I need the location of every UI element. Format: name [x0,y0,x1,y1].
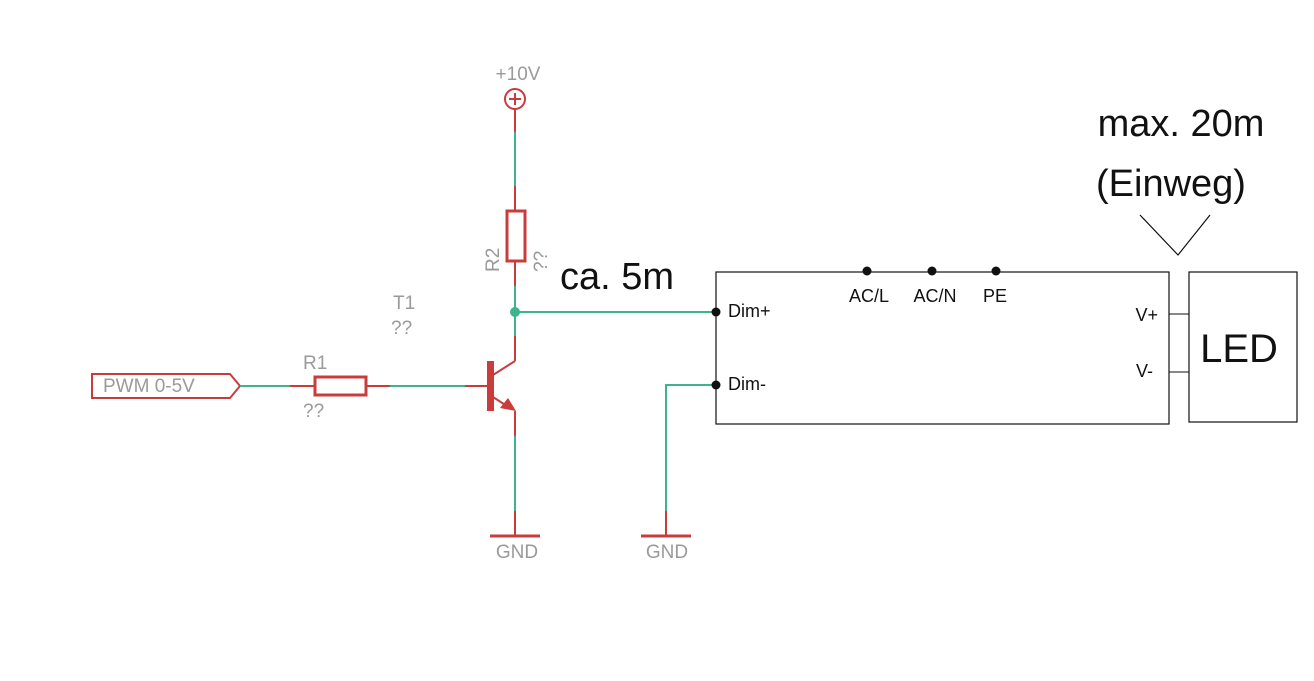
r2-resistor-body [505,209,527,263]
cable-short-label: ca. 5m [560,256,674,298]
pin-v-plus-label: V+ [1135,305,1158,325]
pin-dim-minus-label: Dim- [728,374,766,394]
pin-ac-l-dot [862,266,872,276]
pin-dim-plus-label: Dim+ [728,301,771,321]
pin-pe-label: PE [983,286,1007,306]
cable-long-pointer [1139,214,1211,256]
led-label: LED [1200,327,1278,371]
led-box [1188,271,1298,423]
r1-resistor-body [313,375,368,397]
pin-ac-n-dot [927,266,937,276]
supply-label: +10V [496,64,541,85]
wire-dim-minus-gnd [665,384,716,511]
pin-dim-plus-dot [711,307,721,317]
r1-name: R1 [303,353,327,374]
r2-value: ?? [531,251,552,272]
r1-value: ?? [303,401,324,422]
npn-transistor-icon [465,336,516,436]
pin-pe-dot [991,266,1001,276]
t1-value: ?? [391,318,412,339]
gnd-right-label: GND [646,542,688,563]
t1-name: T1 [393,293,415,314]
pin-ac-l-label: AC/L [849,286,889,306]
cable-long-line2: (Einweg) [1096,163,1246,205]
input-port-pwm [91,373,242,399]
led-driver-box [715,271,1170,425]
cable-long-line1: max. 20m [1098,103,1265,145]
r2-name: R2 [483,248,504,272]
gnd-left-label: GND [496,542,538,563]
pin-ac-n-label: AC/N [913,286,956,306]
input-port-label: PWM 0-5V [103,376,195,397]
supply-circle-plus-icon [504,88,526,110]
pin-dim-minus-dot [711,380,721,390]
pin-v-minus-label: V- [1136,361,1153,381]
